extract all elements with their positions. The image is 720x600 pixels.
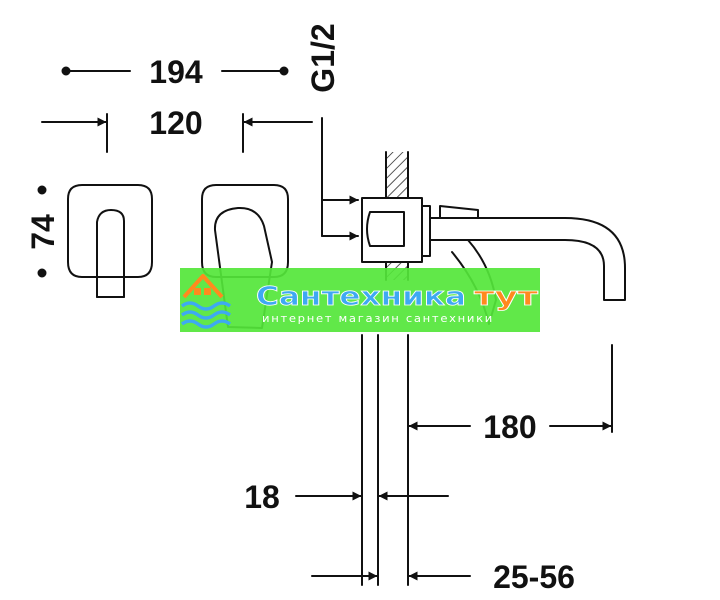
watermark-title-main: Сантехника (256, 282, 466, 312)
svg-text:тут: тут (474, 282, 538, 312)
svg-text:интернет магазин сантехники: интернет магазин сантехники (262, 312, 494, 325)
house-logo-icon (180, 274, 232, 329)
label-180: 180 (483, 409, 536, 445)
label-120: 120 (149, 105, 202, 141)
watermark-banner: Сантехника тут интернет магазин сантехни… (180, 268, 540, 332)
reference-lines (361, 334, 613, 586)
svg-text:Сантехника: Сантехника (256, 282, 466, 312)
label-25-56: 25-56 (493, 559, 575, 595)
dimension-194 (61, 66, 289, 76)
dimension-74-marks (37, 185, 47, 278)
watermark-title-accent: тут (474, 282, 538, 312)
label-194: 194 (149, 54, 203, 90)
thread-leader (321, 117, 359, 241)
left-cover-plate (67, 184, 153, 298)
dimension-120 (41, 113, 313, 153)
label-g1-2: G1/2 (305, 23, 341, 92)
label-18: 18 (244, 479, 280, 515)
concealed-body (361, 197, 431, 263)
label-74: 74 (25, 214, 61, 250)
watermark-subtitle: интернет магазин сантехники (262, 312, 494, 325)
